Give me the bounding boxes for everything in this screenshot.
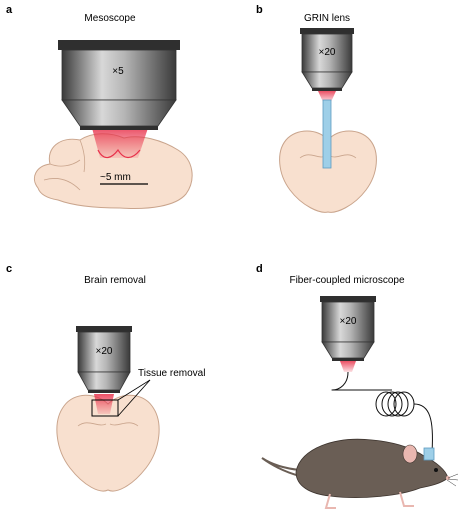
panel-label-c: c (6, 263, 12, 275)
panel-a: a Mesoscope ×5 ~5 mm (6, 4, 193, 209)
objective-mesoscope (58, 40, 180, 130)
scale-label: ~5 mm (100, 172, 131, 183)
objective-fiber (320, 296, 376, 361)
panel-label-a: a (6, 4, 13, 16)
panel-title-fiber-coupled: Fiber-coupled microscope (289, 275, 404, 286)
mouse-brain-coronal (56, 394, 160, 492)
panel-title-mesoscope: Mesoscope (84, 13, 136, 24)
head-mounted-microscope (423, 447, 435, 461)
magnification-label: ×20 (319, 47, 336, 58)
objective-brain-removal (76, 326, 132, 393)
panel-label-d: d (256, 263, 263, 275)
panel-d: d Fiber-coupled microscope ×20 (256, 263, 458, 509)
panel-label-b: b (256, 4, 263, 16)
panel-title-brain-removal: Brain removal (84, 275, 146, 286)
magnification-label: ×5 (112, 66, 124, 77)
imaging-field (97, 148, 141, 159)
grin-lens (322, 99, 332, 169)
mouse-tail (261, 457, 301, 477)
callout-line (117, 379, 151, 417)
laser-beam (94, 394, 114, 414)
mouse-illustration (261, 438, 458, 509)
optical-fiber-coil (331, 371, 433, 453)
magnification-label: ×20 (96, 346, 113, 357)
mouse-whiskers (446, 473, 458, 487)
mouse-eye (434, 468, 438, 472)
laser-beam (92, 128, 148, 158)
callout-line (117, 379, 151, 401)
brain-sulcus (77, 422, 139, 427)
mouse-ear (402, 444, 418, 464)
panel-c: c Brain removal ×20 Tissue removal (6, 263, 205, 492)
laser-beam (318, 91, 336, 102)
objective-grin (300, 28, 354, 91)
panel-b: b GRIN lens ×20 (256, 4, 377, 213)
mouse-paws (324, 491, 414, 509)
mouse-brain-side-view (34, 133, 193, 209)
laser-beam (340, 361, 356, 372)
mouse-brain-coronal (279, 130, 377, 213)
annotation-tissue-removal: Tissue removal (138, 368, 205, 379)
tissue-removal-box (91, 399, 119, 417)
magnification-label: ×20 (340, 316, 357, 327)
panel-title-grin-lens: GRIN lens (304, 13, 350, 24)
